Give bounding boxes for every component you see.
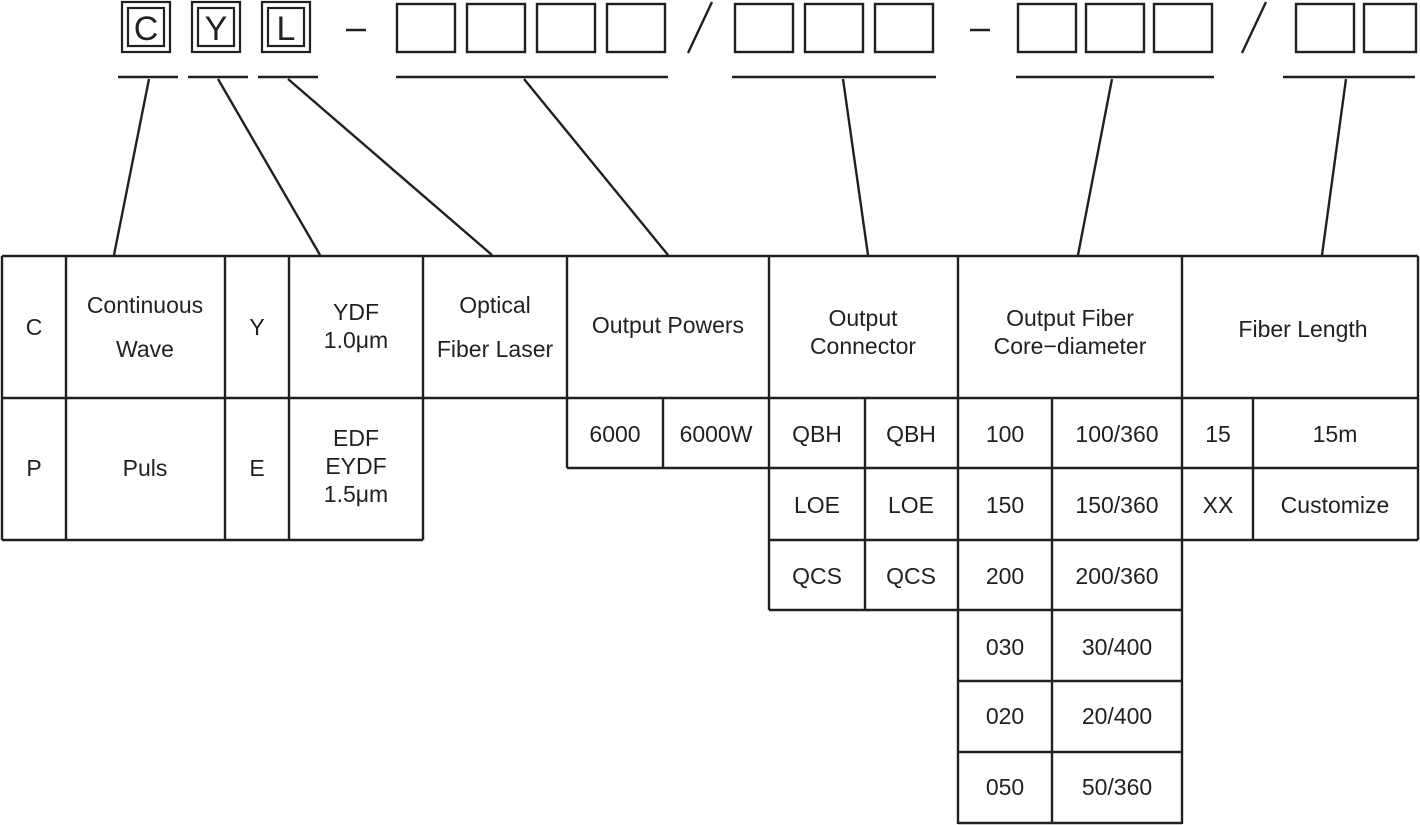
dopant-name-edf: EDF [333,425,379,451]
core-value: 20/400 [1082,703,1152,729]
power-value: 6000W [680,421,753,447]
leader-line [1320,78,1348,256]
leader-line [841,78,870,256]
connector-header-line-2: Connector [810,333,916,359]
core-code: 050 [986,774,1024,800]
length-code: XX [1203,492,1234,518]
code-letter-c: C [134,10,159,48]
core-code: 030 [986,634,1024,660]
dopant-code-e: E [249,455,264,481]
type-name-line-2: Wave [116,336,174,362]
model-code-header: C Y L [112,0,1418,256]
leader-line [523,78,669,256]
core-code: 100 [986,421,1024,447]
connector-header-line-1: Output [828,305,898,331]
connector-rows: QBH QBH LOE LOE QCS QCS [792,421,936,589]
placeholder-box [465,2,527,54]
type-code-p: P [26,455,41,481]
header-row: C Continuous Wave Y YDF 1.0μm Optical Fi… [26,292,1368,362]
dopant-name-eydf: EYDF [325,453,386,479]
connector-placeholder-boxes [733,2,935,54]
core-code: 150 [986,492,1024,518]
placeholder-box [535,2,597,54]
type-row-2: P Puls E EDF EYDF 1.5μm [26,425,388,507]
length-placeholder-boxes [1294,2,1418,54]
placeholder-box [1084,2,1146,54]
leader-line [112,78,151,256]
dopant-name-wavelength: 1.5μm [324,481,388,507]
connector-code: LOE [794,492,840,518]
table-grid [0,254,1420,825]
length-code: 15 [1205,421,1231,447]
connector-value: LOE [888,492,934,518]
code-box-3 [260,0,312,54]
core-header-line-1: Output Fiber [1006,305,1134,331]
core-rows: 100 100/360 150 150/360 200 200/360 030 … [986,421,1159,800]
connector-code: QCS [792,563,842,589]
placeholder-box [803,2,865,54]
connector-value: QCS [886,563,936,589]
code-box-2-inner [196,6,236,48]
core-value: 200/360 [1075,563,1158,589]
placeholder-box [1152,2,1214,54]
placeholder-box [395,2,457,54]
length-rows: 15 15m XX Customize [1203,421,1390,518]
placeholder-box [733,2,795,54]
core-value: 30/400 [1082,634,1152,660]
output-powers-header: Output Powers [592,312,744,338]
power-code: 6000 [589,421,640,447]
connector-value: QBH [886,421,936,447]
fiber-length-header: Fiber Length [1238,316,1367,342]
placeholder-box [1362,2,1418,54]
length-value: 15m [1313,421,1358,447]
length-value: Customize [1281,492,1390,518]
code-letter-l: L [277,10,296,48]
code-box-1-inner [126,6,166,48]
separator-slash-2 [1240,1,1268,54]
type-name-line-1: Continuous [87,292,203,318]
dopant-name-line-1: YDF [333,299,379,325]
core-code: 020 [986,703,1024,729]
core-value: 100/360 [1075,421,1158,447]
dopant-name-line-2: 1.0μm [324,327,388,353]
type-name-puls: Puls [123,455,168,481]
type-code-c: C [26,314,43,340]
leader-line [1076,78,1114,256]
core-value: 50/360 [1082,774,1152,800]
code-letter-y: Y [205,10,228,48]
core-code: 200 [986,563,1024,589]
separator-slash-1 [686,1,714,54]
placeholder-box [605,2,667,54]
placeholder-box [1294,2,1356,54]
dopant-code-y: Y [249,314,264,340]
placeholder-box [873,2,935,54]
power-placeholder-boxes [395,2,667,54]
leader-line [287,78,493,256]
power-rows: 6000 6000W [589,421,752,447]
leader-lines [112,78,1348,256]
code-box-2 [190,0,242,54]
placeholder-box [1016,2,1078,54]
code-box-1 [120,0,172,54]
connector-code: QBH [792,421,842,447]
laser-type-line-2: Fiber Laser [437,336,554,362]
core-value: 150/360 [1075,492,1158,518]
code-box-3-inner [266,6,306,48]
core-header-line-2: Core−diameter [994,333,1147,359]
leader-line [216,78,322,256]
core-placeholder-boxes [1016,2,1214,54]
laser-type-line-1: Optical [459,292,531,318]
